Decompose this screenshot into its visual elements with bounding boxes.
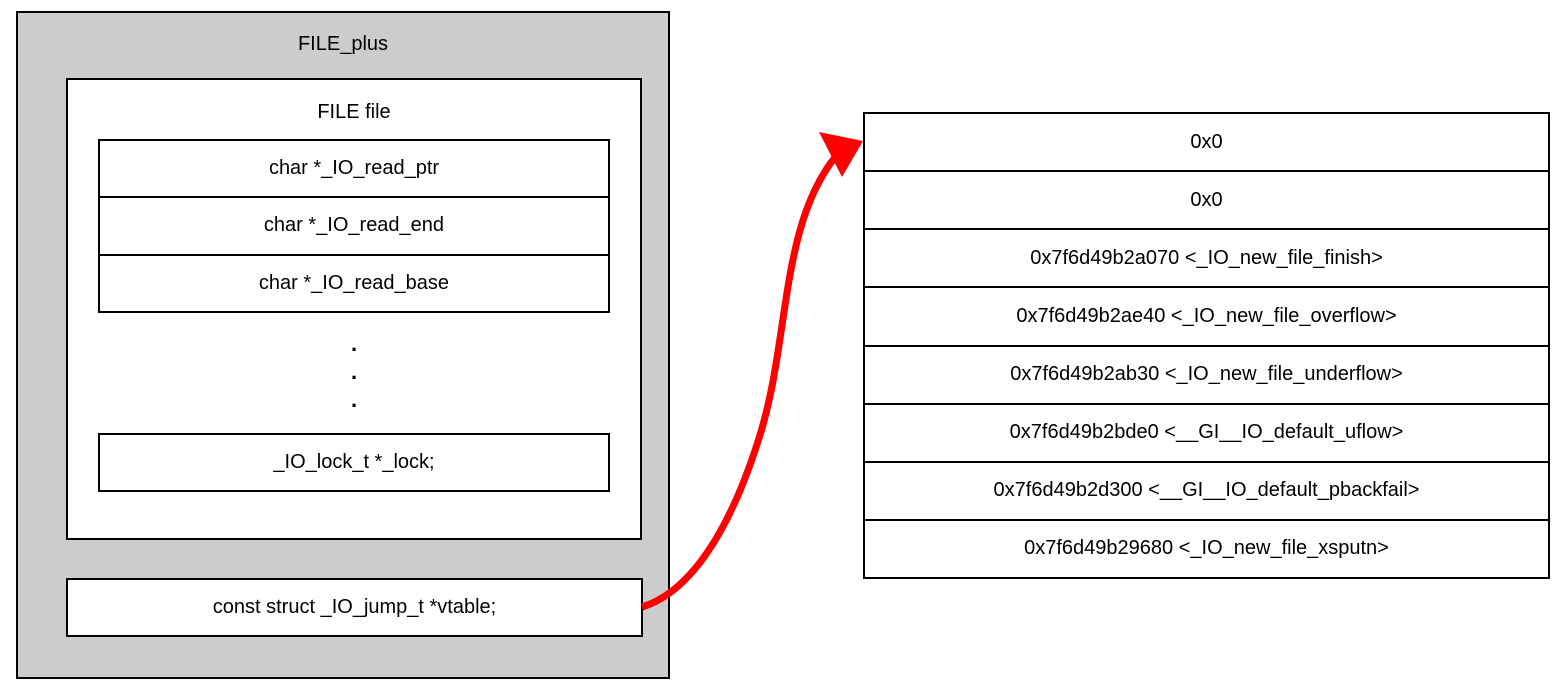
jump-table-row: 0x7f6d49b29680 <_IO_new_file_xsputn> — [865, 518, 1548, 577]
jump-table-row: 0x0 — [865, 170, 1548, 228]
file-plus-title: FILE_plus — [297, 33, 389, 55]
field-row-io-read-end: char *_IO_read_end — [100, 196, 608, 253]
omitted-fields-ellipsis: . . . — [68, 330, 640, 414]
ellipsis-dot: . — [350, 331, 358, 356]
jump-table-row: 0x7f6d49b2a070 <_IO_new_file_finish> — [865, 228, 1548, 286]
field-row-io-read-ptr: char *_IO_read_ptr — [268, 157, 440, 180]
file-struct-box: FILE file char *_IO_read_ptr char *_IO_r… — [66, 78, 642, 540]
file-plus-struct-box: FILE_plus FILE file char *_IO_read_ptr c… — [16, 11, 670, 679]
vtable-pointer-arrow-curve — [640, 153, 839, 611]
io-jump-table: 0x0 0x0 0x7f6d49b2a070 <_IO_new_file_fin… — [863, 112, 1550, 579]
vtable-pointer-arrowhead — [819, 132, 863, 177]
jump-table-row: 0x0 — [1190, 130, 1223, 153]
jump-table-row: 0x7f6d49b2ae40 <_IO_new_file_overflow> — [865, 286, 1548, 344]
file-struct-title: FILE file — [317, 101, 391, 123]
field-row-io-lock: _IO_lock_t *_lock; — [98, 433, 610, 492]
jump-table-row: 0x7f6d49b2bde0 <__GI__IO_default_uflow> — [865, 402, 1548, 461]
jump-table-row: 0x7f6d49b2ab30 <_IO_new_file_underflow> — [865, 344, 1548, 403]
field-row-io-read-base: char *_IO_read_base — [100, 253, 608, 311]
field-row-vtable-pointer: const struct _IO_jump_t *vtable; — [66, 578, 643, 637]
ellipsis-dot: . — [350, 359, 358, 384]
ellipsis-dot: . — [350, 387, 358, 412]
file-fields-box: char *_IO_read_ptr char *_IO_read_end ch… — [98, 139, 610, 313]
jump-table-row: 0x7f6d49b2d300 <__GI__IO_default_pbackfa… — [865, 460, 1548, 519]
